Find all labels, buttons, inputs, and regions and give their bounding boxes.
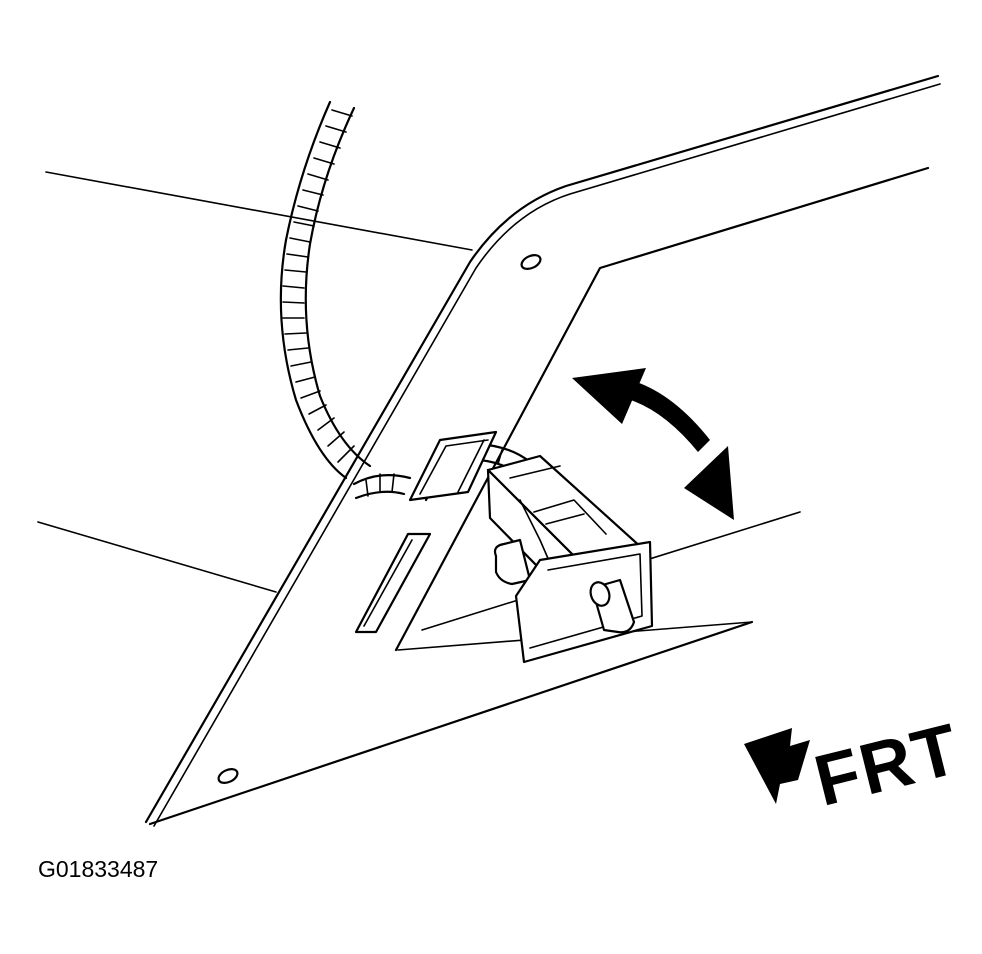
harness-connector (408, 430, 498, 502)
background-lines (37, 171, 801, 651)
door-jamb-switch (486, 454, 654, 664)
double-headed-curved-arrow-icon (572, 368, 734, 520)
panel-slot (354, 532, 432, 634)
left-arrow-icon (744, 728, 810, 804)
mounting-panel (144, 74, 941, 827)
figure-id: G01833487 (38, 856, 159, 882)
